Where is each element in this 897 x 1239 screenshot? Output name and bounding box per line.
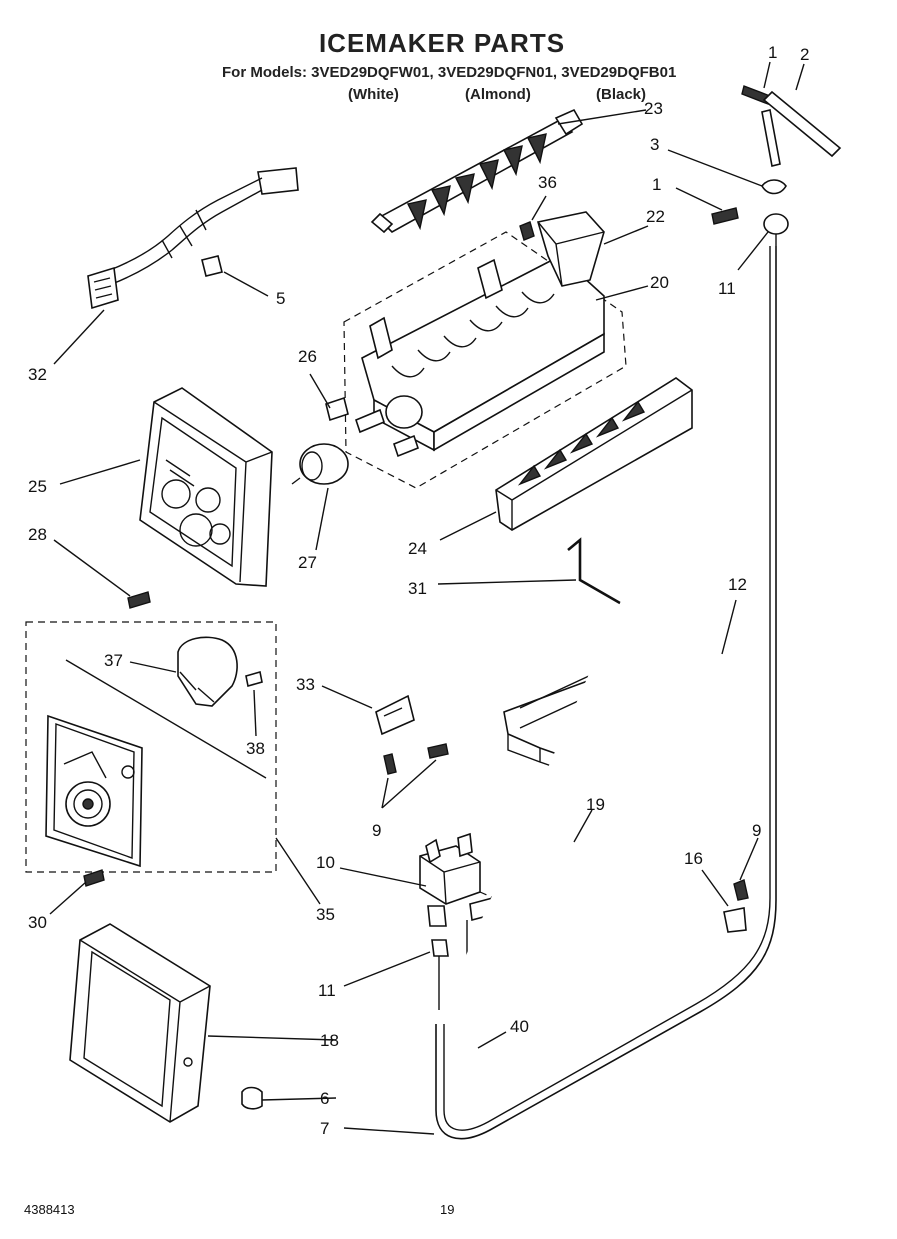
- module-board-part: [45, 714, 143, 868]
- color-white: (White): [348, 86, 399, 103]
- callout-11-top: 11: [718, 279, 736, 298]
- callout-9-left: 9: [372, 821, 381, 840]
- mold-shaft-part: [355, 408, 385, 434]
- ejector-part: [370, 108, 584, 234]
- ice-stripper-part: [495, 377, 693, 531]
- callout-27: 27: [298, 553, 317, 572]
- callout-12: 12: [728, 575, 747, 594]
- document-number: 4388413: [24, 1202, 75, 1217]
- callout-1-mid: 1: [652, 175, 661, 194]
- cover-plug-part: [241, 1086, 263, 1110]
- page-number: 19: [440, 1202, 454, 1217]
- water-tube-inner: [443, 246, 771, 1131]
- color-black: (Black): [596, 86, 646, 103]
- callout-18: 18: [320, 1031, 339, 1050]
- tube-nut-part: [431, 939, 449, 957]
- models-line: For Models: 3VED29DQFW01, 3VED29DQFN01, …: [222, 64, 676, 81]
- water-tube-part: [435, 246, 777, 1140]
- leader-lines: [49, 61, 805, 1135]
- callout-5: 5: [276, 289, 285, 308]
- housing-screw-part: [127, 591, 151, 609]
- water-valve-part: [419, 832, 503, 927]
- callout-33: 33: [296, 675, 315, 694]
- shield-part: [375, 694, 415, 736]
- callout-28: 28: [28, 525, 47, 544]
- wire-harness-part: [87, 167, 299, 310]
- diagram-title: ICEMAKER PARTS: [319, 28, 565, 58]
- motor-part: [177, 636, 263, 707]
- fill-cup-part: [536, 211, 605, 287]
- mold-heater-terminal: [393, 434, 419, 458]
- thermostat-clip-part: [325, 396, 349, 422]
- callout-22: 22: [646, 207, 665, 226]
- callout-1-top: 1: [768, 43, 777, 62]
- callout-7: 7: [320, 1119, 329, 1138]
- color-almond: (Almond): [465, 86, 531, 103]
- module-plane-edge: [65, 659, 267, 779]
- callout-38: 38: [246, 739, 265, 758]
- mold-screw-part: [519, 221, 535, 241]
- shield-screw-a: [383, 753, 397, 775]
- callout-20: 20: [650, 273, 669, 292]
- callout-11-bottom: 11: [318, 981, 336, 1000]
- shield-screw-b: [427, 743, 449, 759]
- callout-40: 40: [510, 1017, 529, 1036]
- thermostat-part: [291, 443, 349, 485]
- callout-32: 32: [28, 365, 47, 384]
- callout-26: 26: [298, 347, 317, 366]
- callout-25: 25: [28, 477, 47, 496]
- callout-16: 16: [684, 849, 703, 868]
- callout-35: 35: [316, 905, 335, 924]
- motor-module-group-outline: [25, 621, 277, 873]
- callout-9-right: 9: [752, 821, 761, 840]
- callout-6: 6: [320, 1089, 329, 1108]
- callout-36: 36: [538, 173, 557, 192]
- fill-tube-fittings: [711, 85, 842, 246]
- harness-clip-part: [201, 255, 223, 277]
- callout-2: 2: [800, 45, 809, 64]
- control-housing-part: [139, 387, 273, 587]
- callout-19: 19: [586, 795, 605, 814]
- callout-37: 37: [104, 651, 123, 670]
- callout-30: 30: [28, 913, 47, 932]
- callout-10: 10: [316, 853, 335, 872]
- callout-23: 23: [644, 99, 663, 118]
- callout-3: 3: [650, 135, 659, 154]
- ice-mold-part: [343, 231, 627, 489]
- cover-part: [69, 923, 211, 1123]
- tube-clip-screw: [733, 879, 749, 901]
- callout-31: 31: [408, 579, 427, 598]
- tube-clip-part: [723, 907, 747, 933]
- callout-24: 24: [408, 539, 427, 558]
